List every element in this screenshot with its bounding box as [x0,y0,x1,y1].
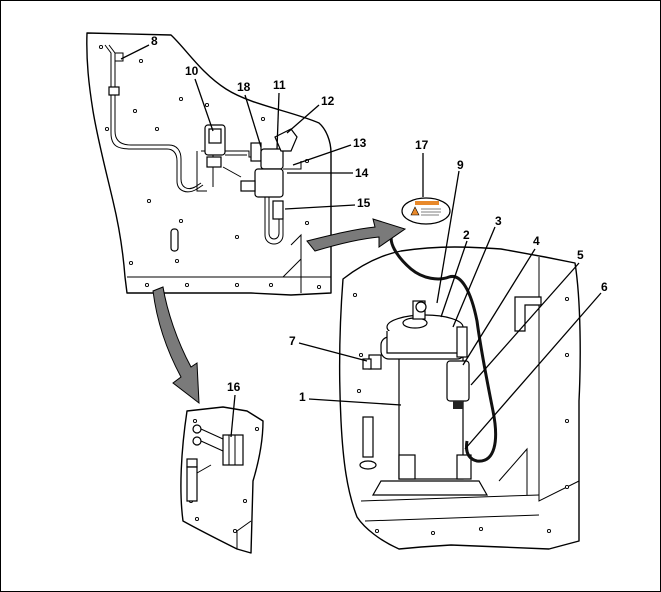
callout-11: 11 [273,78,286,92]
callout-17: 17 [415,138,429,152]
terminal-block [186,424,244,502]
compressor [359,300,489,496]
callout-8: 8 [151,34,158,48]
callout-9: 9 [457,158,464,172]
callout-2: 2 [463,228,470,242]
callout-1: 1 [299,390,306,404]
callout-13: 13 [353,136,367,150]
power-cable [389,232,498,463]
callout-5: 5 [577,248,584,262]
compressor-panel-holes [352,292,570,536]
callout-4: 4 [533,234,540,248]
refrigerant-piping [104,44,302,245]
view-arrows [152,218,407,405]
callout-15: 15 [357,196,371,210]
leader-lines [120,44,602,450]
warning-label [401,197,451,225]
callout-3: 3 [495,214,502,228]
arrow-to-compressor [306,218,407,252]
compressor-panel [338,197,581,550]
piping-panel [86,32,332,296]
callout-18: 18 [237,80,251,94]
callout-10: 10 [185,64,199,78]
terminal-detail-panel [180,406,264,554]
callout-12: 12 [321,94,335,108]
callout-16: 16 [227,380,241,394]
arrow-to-detail [152,286,200,405]
callout-7: 7 [289,334,296,348]
callout-6: 6 [601,280,608,294]
callout-labels: 8 10 18 11 12 13 14 15 17 9 3 2 4 5 6 7 … [151,34,608,404]
callout-14: 14 [355,166,369,180]
